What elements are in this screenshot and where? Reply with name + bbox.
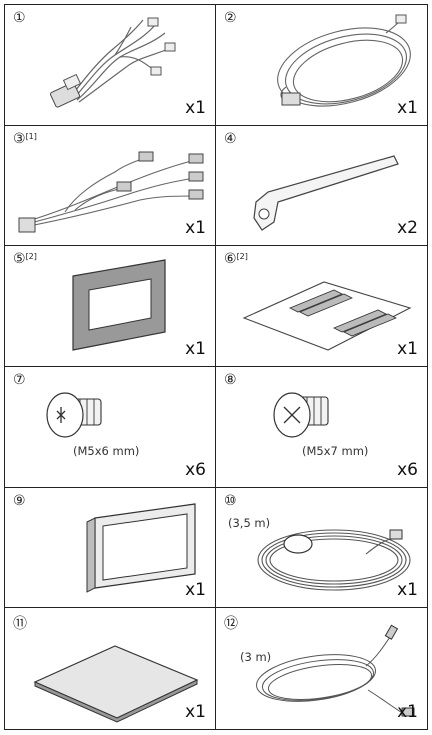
wiring-harness-icon <box>49 17 176 108</box>
part-cell-9: ⑨ x1 <box>5 487 216 609</box>
extension-cable-icon <box>277 14 411 107</box>
part-cell-12: ⑫ (3 m) x1 <box>216 608 427 729</box>
mounting-bracket-icon <box>86 502 196 593</box>
microphone-icon <box>256 624 415 717</box>
metal-plate-icon <box>33 645 199 723</box>
part-number: ③[1] <box>13 130 37 147</box>
screw-spec: (M5x7 mm) <box>302 443 369 458</box>
quantity: x2 <box>397 218 418 239</box>
part-number: ⑧ <box>224 371 237 388</box>
part-number: ① <box>13 10 26 26</box>
quantity: x6 <box>397 459 418 480</box>
part-cell-1: ① x1 <box>5 5 216 126</box>
part-cell-5: ⑤[2] x1 <box>5 246 216 367</box>
part-number: ⑫ <box>224 616 238 633</box>
part-cell-11: ⑪ x1 <box>5 608 216 729</box>
flat-head-screw-icon <box>273 392 329 438</box>
part-number: ⑥[2] <box>224 251 248 268</box>
quantity: x1 <box>397 701 418 722</box>
quantity: x1 <box>185 97 206 118</box>
part-cell-7: ⑦ (M5x6 mm) x6 <box>5 366 216 488</box>
part-cell-2: ② x1 <box>216 5 427 126</box>
rca-adapter-cable-icon <box>18 151 204 233</box>
part-cell-4: ④ x2 <box>216 126 427 247</box>
trim-plate-icon <box>72 259 166 352</box>
part-number: ⑨ <box>13 492 26 509</box>
cable-length: (3,5 m) <box>228 515 271 530</box>
quantity: x1 <box>185 701 206 722</box>
gps-antenna-icon <box>257 529 411 591</box>
part-number: ④ <box>224 130 237 147</box>
cable-length: (3 m) <box>240 650 272 665</box>
adhesive-pads-icon <box>242 281 412 351</box>
quantity: x1 <box>185 218 206 239</box>
part-number: ⑤[2] <box>13 251 37 268</box>
screw-spec: (M5x6 mm) <box>73 443 140 458</box>
quantity: x6 <box>185 459 206 480</box>
quantity: x1 <box>397 338 418 359</box>
quantity: x1 <box>185 580 206 601</box>
part-cell-10: ⑩ (3,5 m) x1 <box>216 488 427 609</box>
part-cell-6: ⑥[2] x1 <box>216 246 427 367</box>
part-cell-8: ⑧ (M5x7 mm) x6 <box>216 367 427 488</box>
round-head-screw-icon <box>46 392 102 438</box>
parts-list-grid: ① x1 ② <box>4 4 428 730</box>
part-number: ⑦ <box>13 371 26 388</box>
part-number: ⑩ <box>224 492 237 509</box>
quantity: x1 <box>397 97 418 118</box>
part-cell-3: ③[1] x1 <box>5 125 216 247</box>
quantity: x1 <box>397 580 418 601</box>
part-number: ② <box>224 10 237 26</box>
part-number: ⑪ <box>13 616 27 633</box>
quantity: x1 <box>185 338 206 359</box>
extraction-key-icon <box>253 154 399 231</box>
